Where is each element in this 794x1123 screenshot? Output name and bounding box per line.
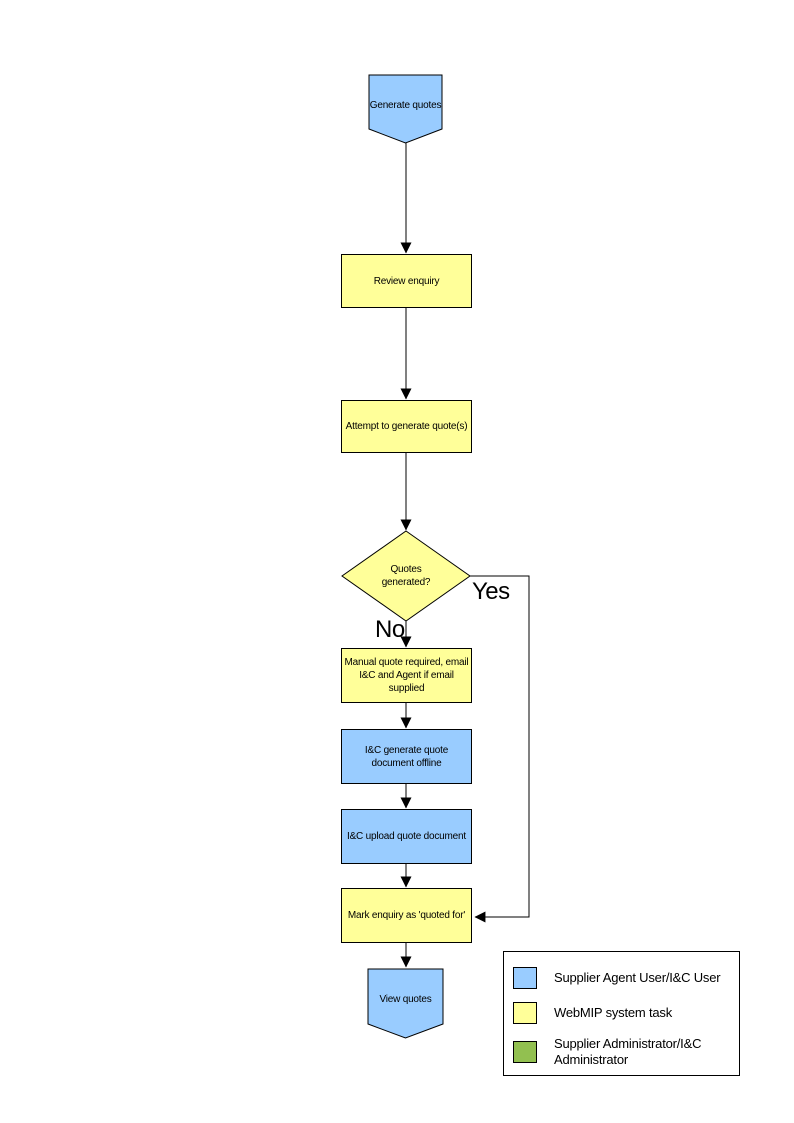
- end-terminator-label: View quotes: [379, 993, 432, 1005]
- generate-offline-label: I&C generate quote document offline: [364, 744, 449, 769]
- no-branch-label: No: [375, 616, 405, 643]
- start-terminator-shape: [368, 74, 443, 144]
- manual-quote-step: Manual quote required, email I&C and Age…: [341, 648, 472, 703]
- manual-quote-label: Manual quote required, email I&C and Age…: [344, 657, 469, 694]
- system-task-swatch: [513, 1002, 537, 1024]
- decision-label: Quotes generated?: [381, 564, 431, 588]
- agent-user-label: Supplier Agent User/I&C User: [554, 970, 721, 985]
- legend-item-administrator: Supplier Administrator/I&C Administrator: [513, 1036, 733, 1068]
- start-terminator-label: Generate quotes: [369, 99, 442, 111]
- system-task-label: WebMIP system task: [554, 1005, 673, 1020]
- generate-offline-step: I&C generate quote document offline: [341, 729, 472, 784]
- upload-quote-label: I&C upload quote document: [347, 831, 466, 842]
- administrator-label: Supplier Administrator/I&C Administrator: [554, 1036, 702, 1067]
- mark-quoted-label: Mark enquiry as 'quoted for': [347, 910, 466, 921]
- yes-branch-label: Yes: [472, 578, 510, 605]
- review-enquiry-step: Review enquiry: [341, 254, 472, 308]
- attempt-generate-label: Attempt to generate quote(s): [345, 421, 468, 432]
- attempt-generate-step: Attempt to generate quote(s): [341, 400, 472, 453]
- end-terminator-shape: [367, 968, 444, 1039]
- legend-item-system-task: WebMIP system task: [513, 1002, 733, 1024]
- agent-user-swatch: [513, 967, 537, 989]
- review-enquiry-label: Review enquiry: [373, 275, 440, 287]
- mark-quoted-step: Mark enquiry as 'quoted for': [341, 888, 472, 943]
- connector-yes-branch: [470, 575, 530, 923]
- administrator-swatch: [513, 1041, 537, 1063]
- legend-item-agent-user: Supplier Agent User/I&C User: [513, 967, 733, 989]
- upload-quote-step: I&C upload quote document: [341, 809, 472, 864]
- legend-box: Supplier Agent User/I&C User WebMIP syst…: [503, 951, 740, 1076]
